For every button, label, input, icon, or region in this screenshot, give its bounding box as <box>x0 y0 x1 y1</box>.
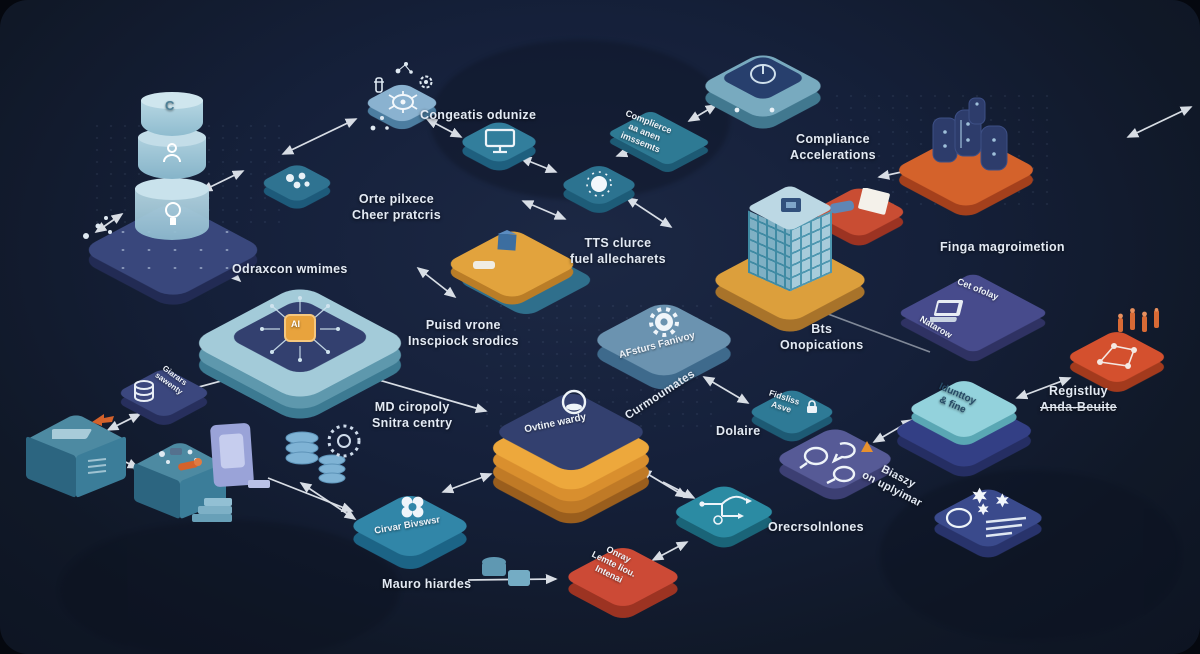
sun-icon <box>583 169 615 204</box>
eraser-icon <box>472 258 498 276</box>
network-graph-icon <box>1090 338 1146 381</box>
people-icon <box>282 170 314 199</box>
chip-icon <box>776 194 806 221</box>
label-orecrsolnlones: Orecrsolnlones <box>768 520 864 534</box>
molecule-icon <box>393 60 415 81</box>
cube-icon <box>490 228 524 263</box>
small-blocks-icon <box>478 548 538 599</box>
doc-lines-icon <box>982 516 1032 545</box>
circle-ring-icon <box>944 506 974 535</box>
node-gear-platform: AFsturs Fanivoy <box>589 296 739 394</box>
node-wrench-cube <box>129 438 232 530</box>
paper-icon <box>854 187 894 223</box>
snowflakes-icon <box>970 486 1022 523</box>
monitor-icon <box>483 127 517 160</box>
orange-arrow-icon <box>90 410 116 431</box>
route-icon <box>696 490 754 537</box>
tray-icon <box>47 426 96 447</box>
node-ovtine-stack: Ovtine wardy <box>484 380 658 528</box>
lock-icon <box>805 400 819 419</box>
molecule-icon <box>368 112 392 139</box>
node-monitor-tile <box>456 114 542 174</box>
node-network-tile <box>1064 308 1170 395</box>
dotted-circle-icon <box>322 420 366 467</box>
gear-icon <box>416 72 436 97</box>
node-people-tile <box>258 158 336 212</box>
bulb-icon <box>162 200 184 235</box>
flask-icon <box>372 76 386 101</box>
clover-icon <box>394 492 430 527</box>
monitor-screen <box>218 433 246 469</box>
node-snowflake-doc-tile <box>928 480 1048 561</box>
gear-icon <box>642 304 686 345</box>
label-odraxcon: Odraxcon wmimes <box>232 262 348 276</box>
node-cirvar-tile: Cirvar Bivswsr <box>346 486 474 573</box>
node-route-tile <box>670 478 778 551</box>
c-logo-cylinder: C <box>141 92 203 136</box>
person-icon <box>162 142 182 169</box>
warning-icon <box>860 440 874 458</box>
node-laptop-platform: Cet ofolay Natarow <box>896 272 1050 364</box>
laptop-icon <box>926 298 972 333</box>
node-chat-search-tile <box>772 424 898 503</box>
node-printer-box <box>23 413 129 504</box>
label-mauro: Mauro hiardes <box>382 577 472 591</box>
barrels-icon <box>925 96 1015 181</box>
circuit-cube <box>746 184 834 292</box>
node-ai-platform: AI <box>188 278 412 425</box>
node-lavender-monitor <box>209 422 270 498</box>
node-dial-platform <box>697 46 829 133</box>
wrench-icon <box>176 456 204 479</box>
node-sun-tile <box>557 158 641 216</box>
pin-figures-icon <box>1114 308 1166 339</box>
monitor-stand <box>248 480 270 488</box>
ai-chip-label: AI <box>291 319 300 329</box>
node-paper-tile <box>809 180 909 249</box>
ai-chip-traces-icon <box>252 292 348 371</box>
c-logo: C <box>165 98 175 113</box>
label-congeatis: Congeatis odunize <box>420 108 537 122</box>
vent-lines-icon <box>86 458 108 481</box>
power-dial-icon <box>746 60 780 93</box>
chat-search-icon <box>796 434 876 491</box>
label-dolaire: Dolaire <box>716 424 761 438</box>
indicator-dots <box>732 102 782 120</box>
node-idunitoy-platform: Idunttoy& fine <box>890 376 1038 480</box>
eraser-icon <box>828 198 858 221</box>
sphere-icon <box>556 388 592 423</box>
node-yellow-cube-tile <box>442 224 597 318</box>
molecule-icon <box>80 212 120 251</box>
database-cylinders-icon <box>282 424 352 499</box>
node-vision-tile <box>362 76 442 132</box>
bug-eye-icon <box>385 89 421 120</box>
steps-icon <box>192 496 234 531</box>
glow-dome <box>135 178 209 242</box>
node-complierce-tile: Complierce aa anen imssemts <box>606 106 712 174</box>
coins-icon <box>130 378 158 409</box>
label-finga: Finga magroimetion <box>940 240 1065 254</box>
